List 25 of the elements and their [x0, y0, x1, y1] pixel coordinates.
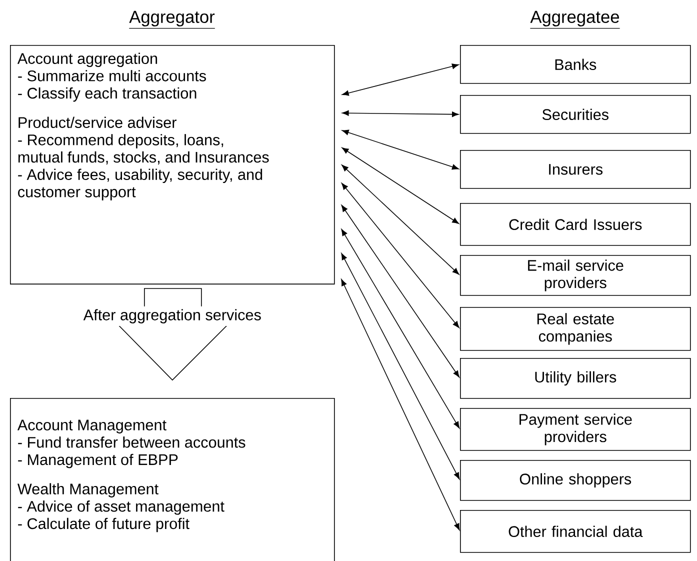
category-box: Other financial data — [460, 510, 691, 553]
column-heading: Aggregatee — [530, 10, 620, 29]
category-box: Credit Card Issuers — [460, 203, 691, 246]
arrow — [341, 253, 460, 480]
arrow — [342, 64, 459, 96]
arrow — [341, 182, 460, 328]
arrow — [341, 279, 460, 530]
arrow — [341, 204, 460, 378]
category-box: Online shoppers — [460, 460, 691, 501]
text-box: Account aggregation - Summarize multi accounts - Classify each transaction Product/service adviser - Recommend deposits, loans, mutual funds, stocks, and Insurances - Advice fees, usability, security, and customer support — [10, 45, 335, 284]
arrow — [342, 110, 459, 118]
category-box: Real estate companies — [460, 307, 691, 351]
category-box: E-mail service providers — [460, 255, 691, 296]
category-box: Insurers — [460, 150, 691, 189]
category-box: Banks — [460, 45, 691, 84]
column-heading: Aggregator — [128, 10, 216, 29]
edge-label: After aggregation services — [80, 306, 264, 326]
category-box: Utility billers — [460, 358, 691, 399]
arrow — [341, 229, 460, 428]
arrow — [342, 148, 460, 224]
text-box: Account Management - Fund transfer between accounts - Management of EBPP Wealth Management - Advice of asset management - Calculate of future profit — [10, 398, 335, 561]
arrow — [342, 130, 459, 170]
arrow — [342, 164, 460, 275]
category-box: Securities — [460, 95, 691, 134]
category-box: Payment service providers — [460, 408, 691, 451]
